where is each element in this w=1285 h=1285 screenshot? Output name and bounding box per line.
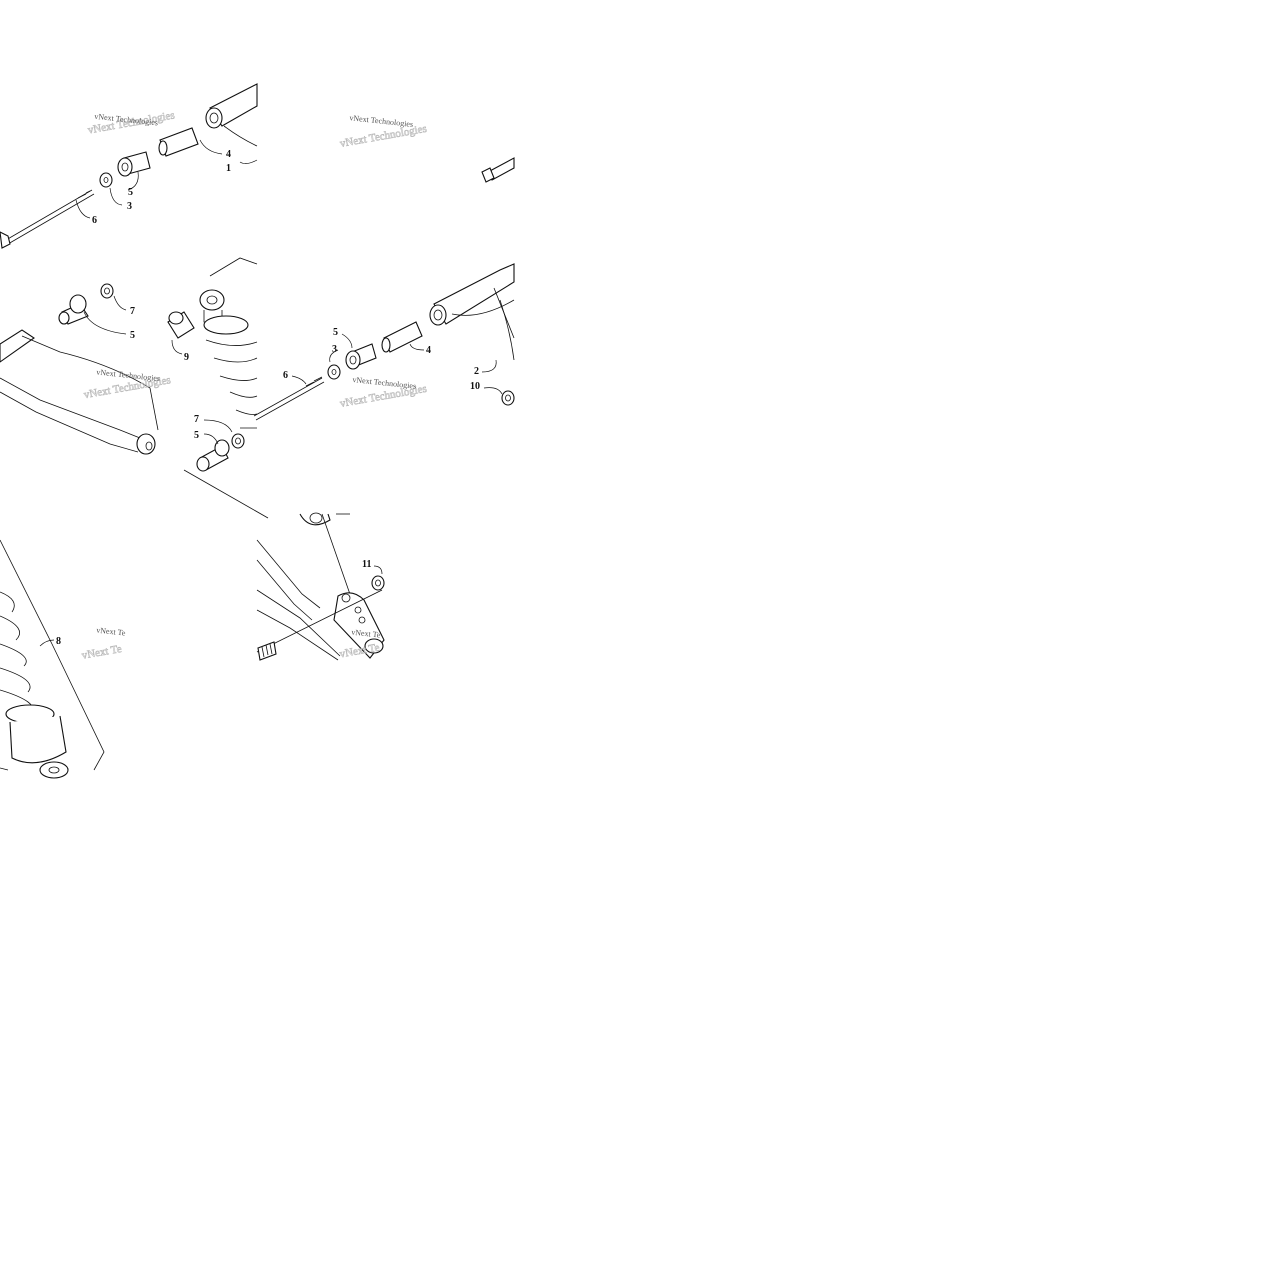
washer-part-3 <box>327 364 341 380</box>
callout-5: 5 <box>333 327 338 338</box>
watermark: vNext Te <box>96 626 127 638</box>
svg-text:vNext Te: vNext Te <box>81 643 123 662</box>
callout-7: 7 <box>194 414 199 425</box>
a-arm-knuckle-part <box>256 513 385 661</box>
svg-text:vNext Te: vNext Te <box>339 642 381 661</box>
tile-top-left: 4 1 5 3 6 vNext Technologies vNext Techn… <box>0 83 258 249</box>
bushing-part-5-lower <box>196 439 230 472</box>
a-arm-part-1 <box>205 83 258 147</box>
callout-3: 3 <box>127 201 132 212</box>
shock-mount-part <box>299 512 350 526</box>
tile-middle-right: 5 3 4 6 2 10 vNext Technologies vNext Te… <box>253 263 515 421</box>
washer-part-3 <box>99 172 113 188</box>
tile-bottom-left: 8 vNext Te vNext Te <box>0 539 127 779</box>
bushing-part-5 <box>58 294 89 325</box>
callout-6: 6 <box>283 370 288 381</box>
nut-part-7-lower <box>231 433 245 449</box>
nut-part-10 <box>501 390 515 406</box>
nut-part-7 <box>100 283 114 299</box>
callout-11: 11 <box>362 559 371 570</box>
a-arm-part <box>0 329 159 455</box>
svg-text:vNext Technologies: vNext Technologies <box>339 123 428 150</box>
a-arm-part-2 <box>429 263 515 361</box>
callout-7: 7 <box>130 306 135 317</box>
callout-8: 8 <box>56 636 61 647</box>
callout-2: 2 <box>474 366 479 377</box>
callout-9: 9 <box>184 352 189 363</box>
callout-10: 10 <box>470 381 480 392</box>
callout-4: 4 <box>426 345 431 356</box>
bushing-part-5 <box>117 151 151 177</box>
bolt-part-6 <box>0 189 95 249</box>
tile-middle-left: 7 5 vNext Technologies vNext Technologie… <box>0 257 269 519</box>
spacer-part-9 <box>167 311 195 339</box>
bushing-part-5 <box>345 343 377 370</box>
watermark: vNext Technologies <box>352 375 417 391</box>
watermark: vNext Te <box>351 628 382 640</box>
tile-bottom-middle: 11 vNext Te vNext Te <box>256 512 385 661</box>
callout-3: 3 <box>332 344 337 355</box>
callout-5: 5 <box>194 430 199 441</box>
callout-5: 5 <box>130 330 135 341</box>
shock-absorber-part-8-top <box>199 257 258 429</box>
callout-5: 5 <box>128 187 133 198</box>
sleeve-part-4 <box>158 127 199 157</box>
sleeve-part-4 <box>381 321 423 353</box>
tile-top-right: vNext Technologies vNext Technologies <box>339 113 515 183</box>
bolt-part-6 <box>253 376 325 421</box>
shock-absorber-part-8 <box>0 539 105 779</box>
watermark: vNext Technologies <box>349 113 414 129</box>
callout-4: 4 <box>226 149 231 160</box>
nut-part-11 <box>371 575 385 591</box>
callout-6: 6 <box>92 215 97 226</box>
callout-1: 1 <box>226 163 231 174</box>
